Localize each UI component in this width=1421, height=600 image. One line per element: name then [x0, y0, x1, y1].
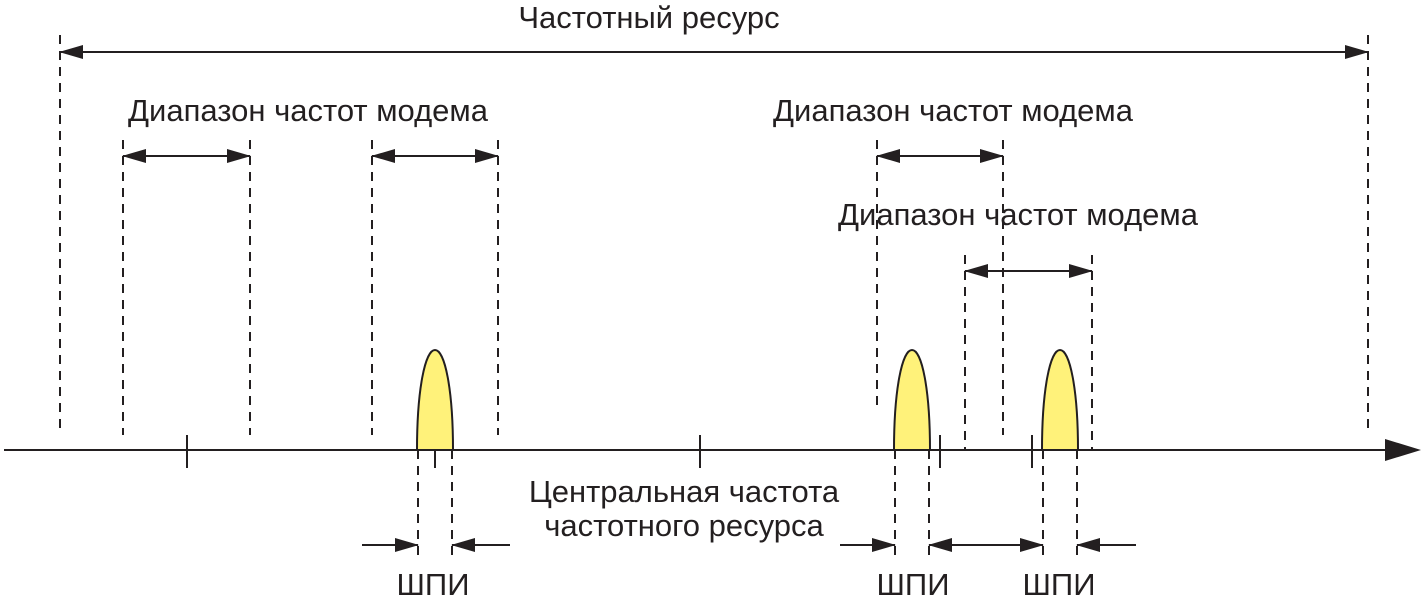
axis-arrow-icon — [1385, 439, 1421, 461]
modem-range-label-2: Диапазон частот модема — [773, 93, 1134, 128]
modem-range-label-3: Диапазон частот модема — [838, 197, 1199, 232]
center-frequency-label-line2: частотного ресурса — [544, 508, 824, 543]
spi-label-2: ШПИ — [877, 567, 950, 600]
spectrum-pulse-2 — [892, 348, 932, 451]
spi-label-1: ШПИ — [397, 567, 470, 600]
frequency-axis — [4, 435, 1421, 468]
modem-range-label-1: Диапазон частот модема — [128, 93, 489, 128]
dashed-boundaries — [59, 35, 1369, 560]
center-frequency-label-line1: Центральная частота — [529, 474, 840, 509]
frequency-resource-label: Частотный ресурс — [518, 0, 779, 35]
spectrum-pulse-1 — [415, 348, 455, 451]
spectrum-pulse-3 — [1040, 348, 1080, 451]
spi-label-3: ШПИ — [1023, 567, 1096, 600]
